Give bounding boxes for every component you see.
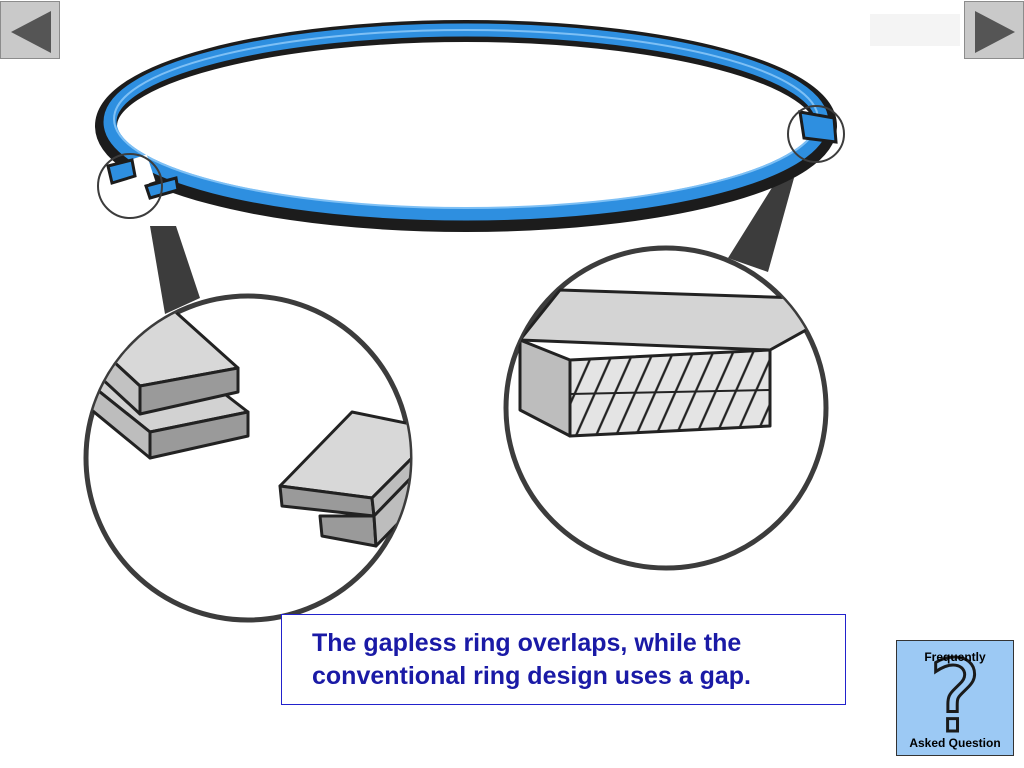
left-detail-marker	[97, 153, 163, 219]
top-strip	[870, 14, 960, 46]
faq-top-label: Frequently	[924, 650, 986, 664]
triangle-right-icon	[975, 11, 1015, 53]
right-detail-marker	[787, 105, 845, 163]
left-callout-pointer	[150, 226, 200, 314]
next-slide-button[interactable]	[964, 1, 1024, 59]
piston-ring	[95, 20, 838, 232]
question-mark-icon: ?	[927, 640, 983, 755]
faq-button[interactable]: ? Frequently Asked Question	[896, 640, 1014, 756]
caption-text: The gapless ring overlaps, while the con…	[312, 629, 751, 690]
triangle-left-icon	[11, 11, 51, 53]
faq-bottom-label: Asked Question	[909, 736, 1001, 750]
caption-box: The gapless ring overlaps, while the con…	[281, 614, 846, 705]
previous-slide-button[interactable]	[0, 1, 60, 59]
right-callout-pointer	[728, 178, 794, 272]
